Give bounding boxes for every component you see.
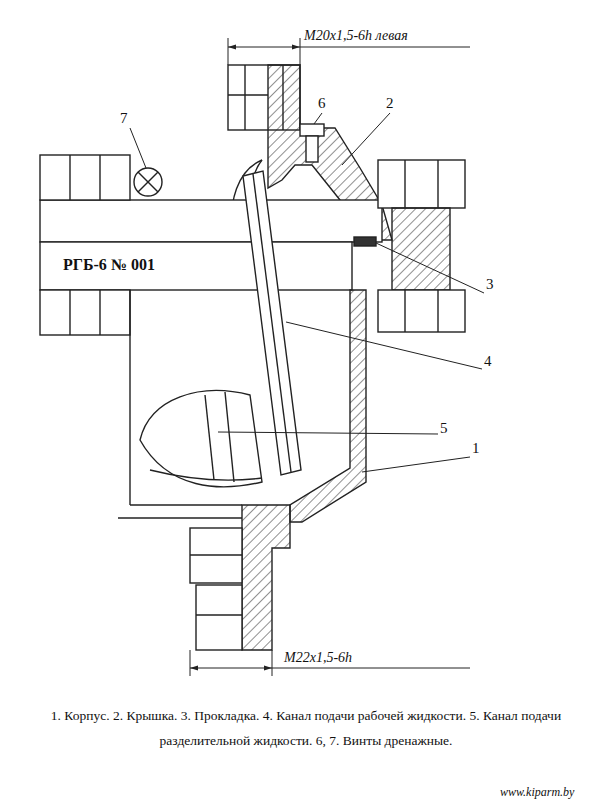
leader-lines bbox=[218, 432, 438, 434]
dimension-lines bbox=[272, 650, 273, 676]
dimension-lines bbox=[228, 47, 300, 48]
outline bbox=[138, 172, 158, 192]
outline bbox=[130, 504, 242, 505]
outline bbox=[228, 94, 268, 95]
outline bbox=[404, 290, 405, 332]
outline bbox=[190, 528, 242, 583]
dimension-lines bbox=[190, 668, 272, 669]
leader-lines bbox=[130, 113, 484, 472]
outline bbox=[118, 517, 242, 518]
outline bbox=[40, 290, 130, 335]
outline bbox=[40, 155, 130, 200]
leader-lines bbox=[376, 243, 484, 293]
outline bbox=[40, 242, 352, 290]
leader-lines bbox=[362, 457, 470, 472]
outline bbox=[378, 290, 465, 332]
outline bbox=[99, 290, 100, 335]
outline bbox=[140, 391, 262, 487]
outline bbox=[129, 290, 130, 505]
outline bbox=[196, 614, 242, 615]
dimension-lines bbox=[300, 38, 301, 65]
outline bbox=[138, 172, 158, 192]
dimension-lines bbox=[228, 38, 229, 65]
caption: 1. Корпус. 2. Крышка. 3. Прокладка. 4. К… bbox=[14, 704, 598, 754]
leader-lines bbox=[314, 113, 322, 124]
dimension-lines bbox=[272, 668, 470, 669]
thread-dimension: M20x1,5-6h левая bbox=[304, 28, 408, 43]
thread-dimension: M22x1,5-6h bbox=[284, 650, 352, 665]
callout-number: 6 bbox=[318, 95, 326, 112]
outline bbox=[99, 155, 100, 200]
outline bbox=[404, 160, 405, 208]
outline bbox=[242, 505, 290, 650]
outline bbox=[69, 155, 70, 200]
callout-number: 7 bbox=[120, 110, 128, 127]
outline bbox=[437, 160, 438, 208]
leader-lines bbox=[286, 322, 482, 369]
nameplate-marking: РГБ-6 № 001 bbox=[60, 256, 158, 274]
outline bbox=[300, 124, 324, 136]
outline bbox=[306, 136, 318, 162]
outline bbox=[354, 237, 376, 246]
outline bbox=[196, 585, 242, 650]
outline bbox=[253, 174, 291, 472]
outline bbox=[244, 65, 245, 130]
outline bbox=[40, 200, 382, 242]
leader-lines bbox=[342, 113, 390, 165]
callout-number: 5 bbox=[440, 420, 448, 437]
outline bbox=[134, 168, 162, 196]
outline bbox=[225, 392, 234, 482]
dimension-lines bbox=[300, 47, 470, 48]
outline bbox=[150, 470, 262, 480]
outline bbox=[205, 395, 214, 480]
outline bbox=[392, 208, 450, 290]
callout-number: 2 bbox=[386, 95, 394, 112]
outline bbox=[190, 554, 242, 555]
outline bbox=[437, 290, 438, 332]
dimension-lines bbox=[190, 650, 191, 676]
leader-lines bbox=[130, 128, 146, 168]
outline bbox=[40, 65, 465, 650]
callout-number: 3 bbox=[486, 276, 494, 293]
dimension-lines bbox=[190, 38, 470, 676]
callout-number: 1 bbox=[472, 440, 480, 457]
outline bbox=[378, 160, 465, 208]
outline bbox=[69, 290, 70, 335]
outline bbox=[290, 290, 366, 522]
watermark-url: www.kiparm.by bbox=[500, 786, 574, 799]
callout-number: 4 bbox=[484, 353, 492, 370]
